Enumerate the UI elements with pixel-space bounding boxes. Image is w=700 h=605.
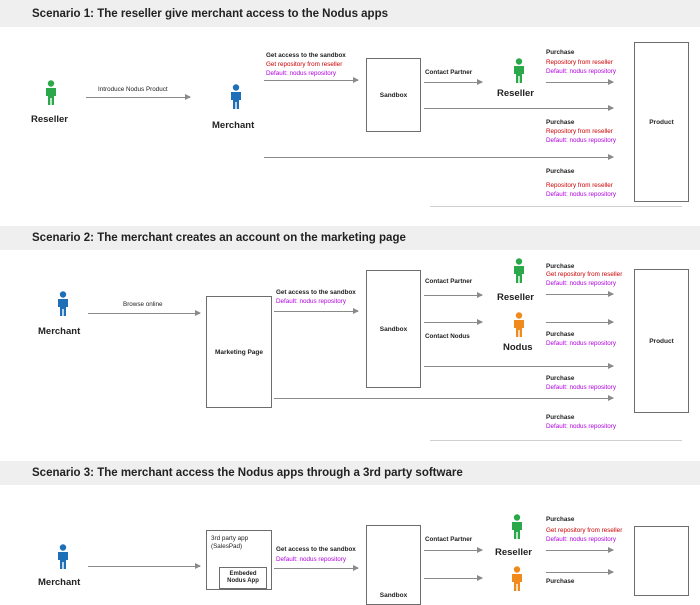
scenario2-divider xyxy=(430,440,682,441)
third-party-line1: 3rd party app xyxy=(211,535,249,542)
third-party-line2: (SalesPad) xyxy=(211,543,243,550)
reseller-label: Reseller xyxy=(31,114,68,125)
s2-purchase4-line1: Default: nodus repository xyxy=(546,423,617,430)
scenario1-divider xyxy=(430,206,682,207)
contact-partner3-label: Contact Partner xyxy=(425,536,473,543)
s2-purchase1-title: Purchase xyxy=(546,263,575,270)
scenario3-header xyxy=(0,461,700,485)
merchant2-person-icon xyxy=(58,291,68,316)
browse-arrow xyxy=(88,310,201,316)
s2-purchase4-title: Purchase xyxy=(546,414,575,421)
sandbox2-box: Sandbox xyxy=(366,270,421,388)
contact-partner-arrow xyxy=(424,79,483,85)
s2-purchase3-line1: Default: nodus repository xyxy=(546,384,617,391)
sandbox3-label: Sandbox xyxy=(379,592,408,599)
reseller-person-icon xyxy=(46,80,56,105)
contact-partner-label: Contact Partner xyxy=(425,69,473,76)
merchant-product-arrow xyxy=(264,154,614,160)
sandbox-access3-arrow xyxy=(274,565,359,571)
embedded-line2: Nodus App xyxy=(227,578,259,584)
contact-partner3-arrow xyxy=(424,547,483,553)
reseller-mid-person-icon xyxy=(514,58,524,83)
browse-label: Browse online xyxy=(123,301,163,308)
purchase1-line2: Default: nodus repository xyxy=(546,68,617,75)
s3-purchase1-line2: Default: nodus repository xyxy=(546,536,617,543)
get-access3-label: Get access to the sandbox xyxy=(276,546,356,553)
embedded-line1: Embeded xyxy=(229,571,257,577)
get-repo-reseller-label: Get repository from reseller xyxy=(266,61,343,68)
reseller2-label: Reseller xyxy=(497,292,534,303)
purchase2-line2: Default: nodus repository xyxy=(546,137,617,144)
scenario1-title: Scenario 1: The reseller give merchant a… xyxy=(32,8,388,20)
reseller3-person-icon xyxy=(512,514,522,539)
scenario2-title: Scenario 2: The merchant creates an acco… xyxy=(32,232,406,244)
merchant3-label: Merchant xyxy=(38,577,81,588)
product3-box xyxy=(634,526,689,596)
default-repo2-label: Default: nodus repository xyxy=(276,298,347,305)
product2-box: Product xyxy=(634,269,689,413)
purchase3-line2: Default: nodus repository xyxy=(546,191,617,198)
introduce-label: Introduce Nodus Product xyxy=(98,86,168,93)
marketing-product-arrow xyxy=(274,395,614,401)
merchant2-label: Merchant xyxy=(38,326,81,337)
default-repo-label: Default: nodus repository xyxy=(266,70,337,77)
nodus-person-icon xyxy=(514,312,524,337)
purchase1-arrow xyxy=(546,79,614,85)
contact-partner2-arrow xyxy=(424,292,483,298)
s3-purchase2-title: Purchase xyxy=(546,578,575,585)
s3-purchase1-line1: Get repository from reseller xyxy=(546,527,623,534)
sandbox3-box: Sandbox xyxy=(366,525,421,605)
s2-nodus-arrow xyxy=(546,319,614,325)
scenario3-title: Scenario 3: The merchant access the Nodu… xyxy=(32,467,463,479)
sandbox2-product-arrow xyxy=(424,363,614,369)
contact-nodus3-arrow xyxy=(424,575,483,581)
purchase3-title: Purchase xyxy=(546,168,575,175)
s3-purchase1-title: Purchase xyxy=(546,516,575,523)
sandbox-box: Sandbox xyxy=(366,58,421,132)
s2-purchase2-title: Purchase xyxy=(546,331,575,338)
purchase2-line1: Repository from reseller xyxy=(546,128,613,135)
sandbox-access2-arrow xyxy=(274,308,359,314)
s2-purchase1-line2: Default: nodus repository xyxy=(546,280,617,287)
reseller3-label: Reseller xyxy=(495,547,532,558)
purchase3-line1: Repository from reseller xyxy=(546,182,613,189)
contact-partner2-label: Contact Partner xyxy=(425,278,473,285)
reseller2-person-icon xyxy=(514,258,524,283)
s3-purchase2-arrow xyxy=(546,569,614,575)
default-repo3-label: Default: nodus repository xyxy=(276,556,347,563)
s3-purchase1-arrow xyxy=(546,547,614,553)
nodus-label: Nodus xyxy=(503,342,533,353)
get-access-label: Get access to the sandbox xyxy=(266,52,346,59)
purchase2-title: Purchase xyxy=(546,119,575,126)
merchant3-person-icon xyxy=(58,544,68,569)
merchant-label: Merchant xyxy=(212,120,255,131)
product-box: Product xyxy=(634,42,689,202)
sandbox-access-arrow xyxy=(264,77,359,83)
contact-nodus-label: Contact Nodus xyxy=(425,333,470,340)
scenario2-header xyxy=(0,226,700,250)
introduce-arrow xyxy=(86,94,191,100)
s2-purchase1-arrow xyxy=(546,291,614,297)
s2-purchase3-title: Purchase xyxy=(546,375,575,382)
s2-purchase1-line1: Get repository from reseller xyxy=(546,271,623,278)
get-access2-label: Get access to the sandbox xyxy=(276,289,356,296)
merchant3-arrow xyxy=(88,563,201,569)
contact-nodus-arrow xyxy=(424,319,483,325)
merchant-person-icon xyxy=(231,84,241,109)
purchase1-title: Purchase xyxy=(546,49,575,56)
purchase1-line1: Repository from reseller xyxy=(546,59,613,66)
scenario1-header xyxy=(0,0,700,27)
sandbox-product-arrow xyxy=(424,105,614,111)
nodus3-person-icon xyxy=(512,566,522,591)
reseller-mid-label: Reseller xyxy=(497,88,534,99)
embedded-nodus-box: Embeded Nodus App xyxy=(219,567,267,589)
s2-purchase2-line1: Default: nodus repository xyxy=(546,340,617,347)
marketing-page-box: Marketing Page xyxy=(206,296,272,408)
